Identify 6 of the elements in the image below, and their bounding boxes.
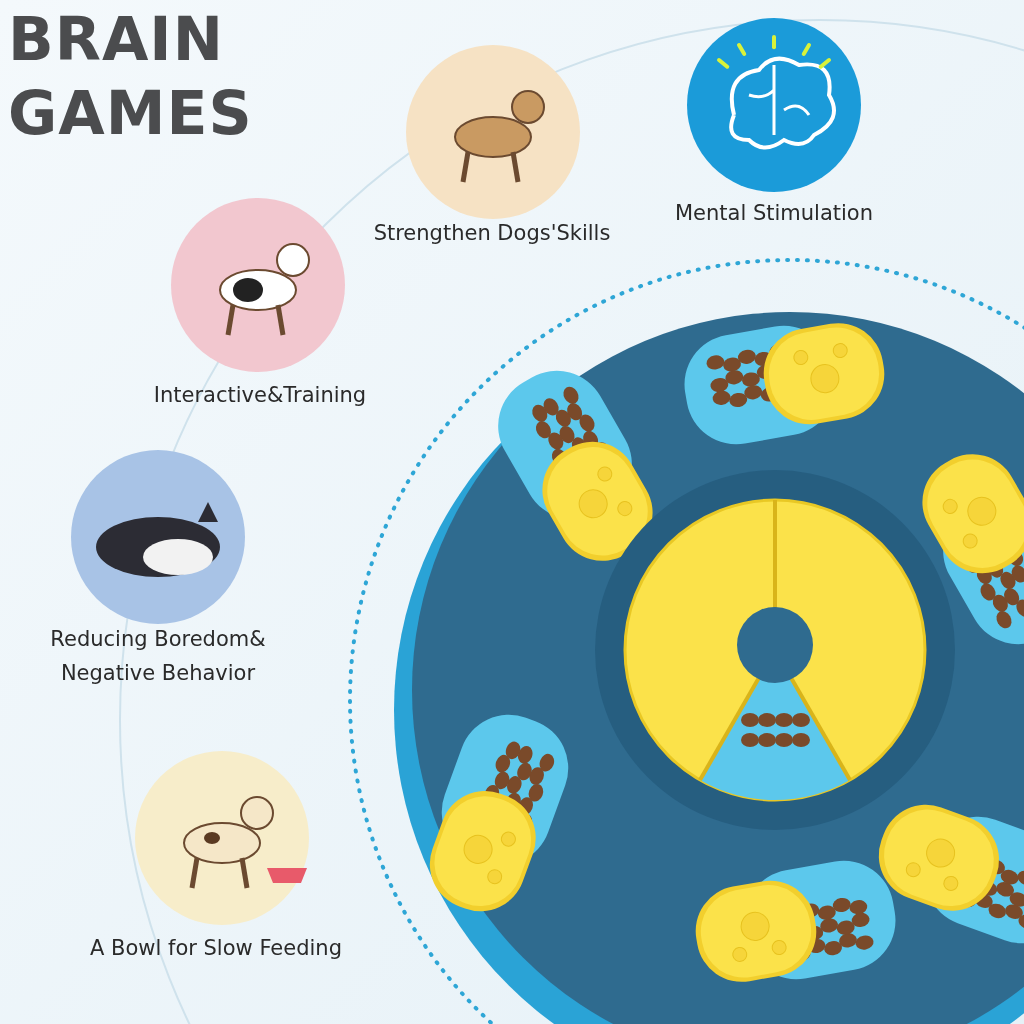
- feature-caption: Interactive&Training: [153, 382, 367, 409]
- feature-caption: Reducing Boredom& Negative Behavior: [49, 626, 267, 687]
- feature-caption: A Bowl for Slow Feeding: [90, 935, 342, 962]
- title-heading: BRAIN GAMES: [8, 3, 254, 150]
- feature-caption: Mental Stimulation: [674, 200, 874, 227]
- feature-caption: Strengthen Dogs'Skills: [373, 220, 611, 247]
